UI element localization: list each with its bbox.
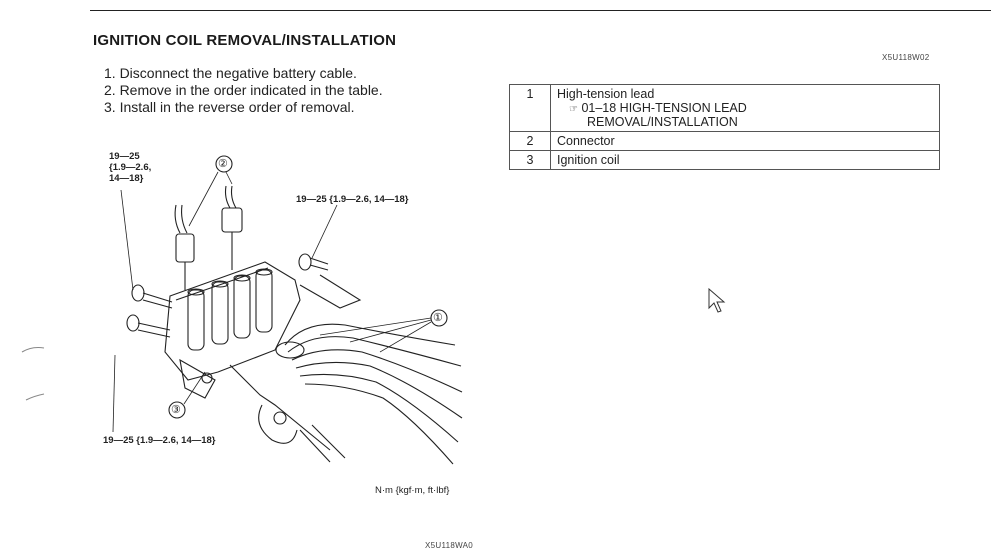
torque-label-bottom: 19—25 {1.9—2.6, 14—18} [103, 435, 216, 446]
reference-text: 01–18 HIGH-TENSION LEAD [581, 101, 747, 115]
callout-1-label: ① [433, 312, 443, 324]
part-name: Connector [550, 131, 940, 151]
part-number: 1 [509, 84, 551, 132]
document-code: X5U118W02 [882, 53, 930, 62]
torque-line: {1.9—2.6, [109, 162, 152, 173]
step-item: 1. Disconnect the negative battery cable… [104, 65, 357, 81]
table-row: 2 Connector [509, 131, 940, 151]
step-item: 3. Install in the reverse order of remov… [104, 99, 355, 115]
parts-table: 1 High-tension lead ☞ 01–18 HIGH-TENSION… [509, 84, 940, 170]
step-item: 2. Remove in the order indicated in the … [104, 82, 383, 98]
figure-code: X5U118WA0 [425, 541, 474, 550]
page-title: IGNITION COIL REMOVAL/INSTALLATION [93, 32, 397, 49]
callout-3-marker [168, 401, 186, 419]
torque-label-top-right: 19—25 {1.9—2.6, 14—18} [296, 194, 409, 205]
torque-label-top-left: 19—25 {1.9—2.6, 14—18} [109, 151, 151, 184]
torque-line: 14—18} [109, 173, 144, 184]
table-row: 1 High-tension lead ☞ 01–18 HIGH-TENSION… [509, 84, 940, 132]
procedure-steps: 1. Disconnect the negative battery cable… [104, 65, 383, 116]
callout-2-label: ② [218, 158, 228, 170]
reference-icon: ☞ [569, 104, 578, 115]
mouse-cursor-icon [708, 288, 726, 313]
part-name: Ignition coil [550, 150, 940, 170]
callout-2-marker [215, 155, 233, 173]
unit-label: N·m {kgf·m, ft·lbf} [375, 485, 450, 496]
callout-3-label: ③ [171, 404, 181, 416]
torque-line: 19—25 [109, 151, 140, 162]
reference-link[interactable]: ☞ 01–18 HIGH-TENSION LEAD [557, 101, 933, 115]
part-name: High-tension lead [557, 87, 655, 101]
table-row: 3 Ignition coil [509, 150, 940, 170]
top-rule [90, 10, 991, 11]
reference-text-cont: REMOVAL/INSTALLATION [587, 115, 738, 129]
